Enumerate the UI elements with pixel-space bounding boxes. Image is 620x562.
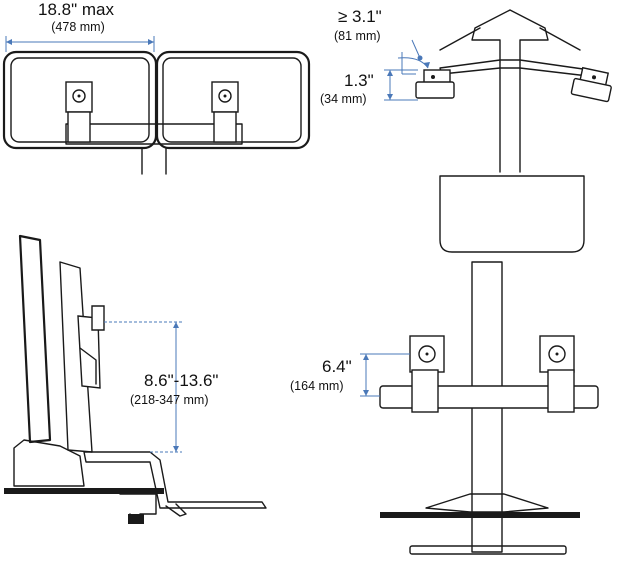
right-mount-plate — [570, 77, 612, 103]
right-front-clamp — [547, 369, 575, 413]
height-range-label: 8.6"-13.6" — [144, 371, 218, 390]
right-arm-clamp — [213, 111, 237, 143]
top-crossbar — [439, 59, 591, 77]
stand-base — [13, 439, 85, 487]
monitor-side-profile — [18, 234, 52, 444]
front-base-footprint — [425, 493, 549, 513]
top-view-tilt: ≥ 3.1" (81 mm) 1.3" (34 mm) — [320, 7, 612, 253]
width-max-metric: (478 mm) — [51, 20, 104, 34]
left-arm-clamp — [67, 111, 91, 143]
front-view-crossbar: 6.4" (164 mm) — [290, 261, 599, 555]
left-front-clamp — [411, 369, 439, 413]
left-mount-plate — [415, 81, 455, 99]
crossbar-height-metric: (164 mm) — [290, 379, 343, 393]
left-vesa-knob — [72, 89, 86, 103]
clamp-knob — [128, 514, 144, 524]
desk-surface-front — [380, 512, 580, 518]
right-monitor-outline — [155, 50, 311, 150]
bottom-foot — [409, 545, 567, 555]
side-view: 8.6"-13.6" (218-347 mm) — [4, 234, 267, 524]
front-view-dual-monitors: 18.8" max (478 mm) — [2, 0, 311, 175]
right-vesa-knob — [218, 89, 232, 103]
width-max-label: 18.8" max — [38, 0, 114, 19]
pole-top-cap — [471, 9, 549, 63]
depth-offset-metric: (34 mm) — [320, 92, 367, 106]
depth-offset-label: 1.3" — [344, 71, 374, 90]
height-range-metric: (218-347 mm) — [130, 393, 209, 407]
front-crossbar — [65, 123, 243, 145]
tilt-clearance-metric: (81 mm) — [334, 29, 381, 43]
tilt-clearance-label: ≥ 3.1" — [338, 7, 382, 26]
desk-surface-side — [4, 488, 164, 494]
side-vesa-plate — [91, 305, 105, 331]
crossbar-height-label: 6.4" — [322, 357, 352, 376]
monitor-top-view-block — [439, 175, 585, 253]
keyboard-arm — [83, 451, 267, 509]
